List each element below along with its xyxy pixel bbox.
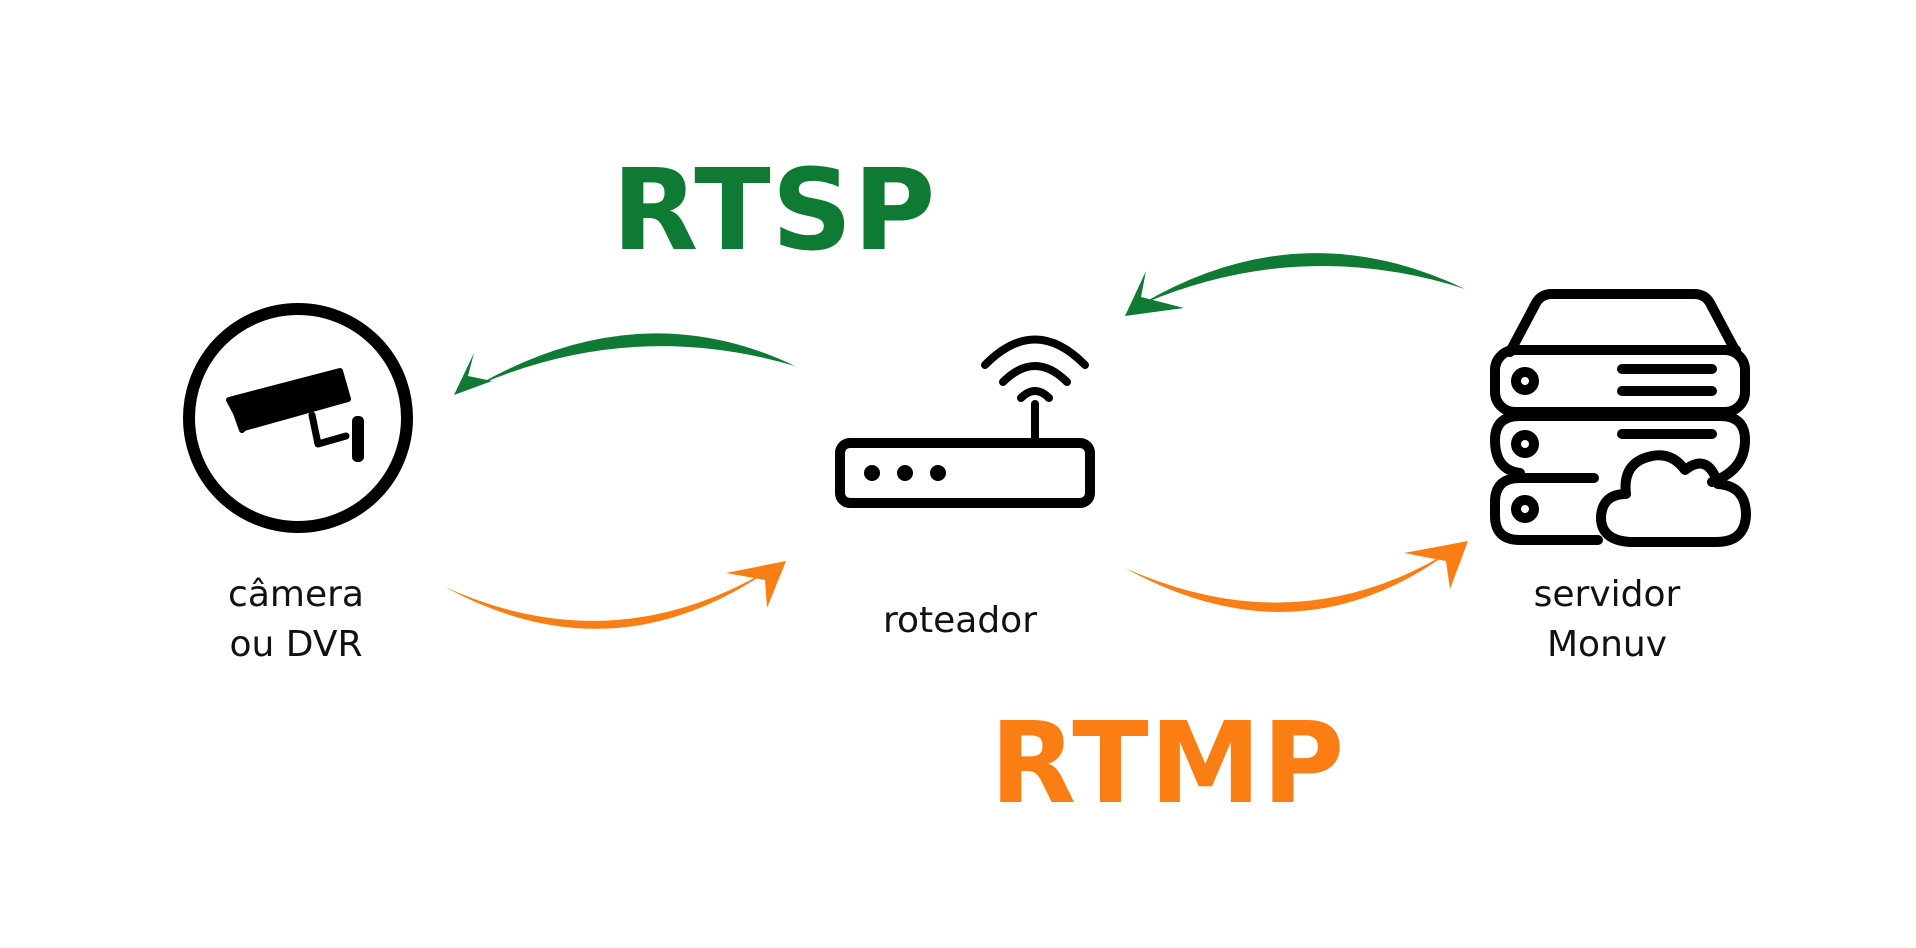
server-label: servidor Monuv (1507, 570, 1707, 670)
server-label-line2: Monuv (1546, 624, 1668, 665)
camera-label-line1: câmera (228, 574, 364, 615)
rtmp-arrow-router-to-server (1125, 541, 1468, 612)
camera-label-line2: ou DVR (229, 624, 363, 665)
router-label: roteador (882, 600, 1038, 641)
rtsp-label: RTSP (612, 146, 937, 276)
rtmp-label: RTMP (990, 699, 1346, 829)
cloud-server-icon (1490, 289, 1751, 547)
wifi-router-icon (835, 335, 1095, 508)
server-label-line1: servidor (1533, 574, 1681, 615)
camera-label: câmera ou DVR (196, 570, 396, 670)
security-camera-icon (183, 303, 413, 533)
rtmp-arrow-camera-to-router (445, 561, 786, 629)
rtsp-arrow-router-to-camera (454, 333, 795, 395)
rtsp-arrow-server-to-router (1125, 253, 1465, 316)
